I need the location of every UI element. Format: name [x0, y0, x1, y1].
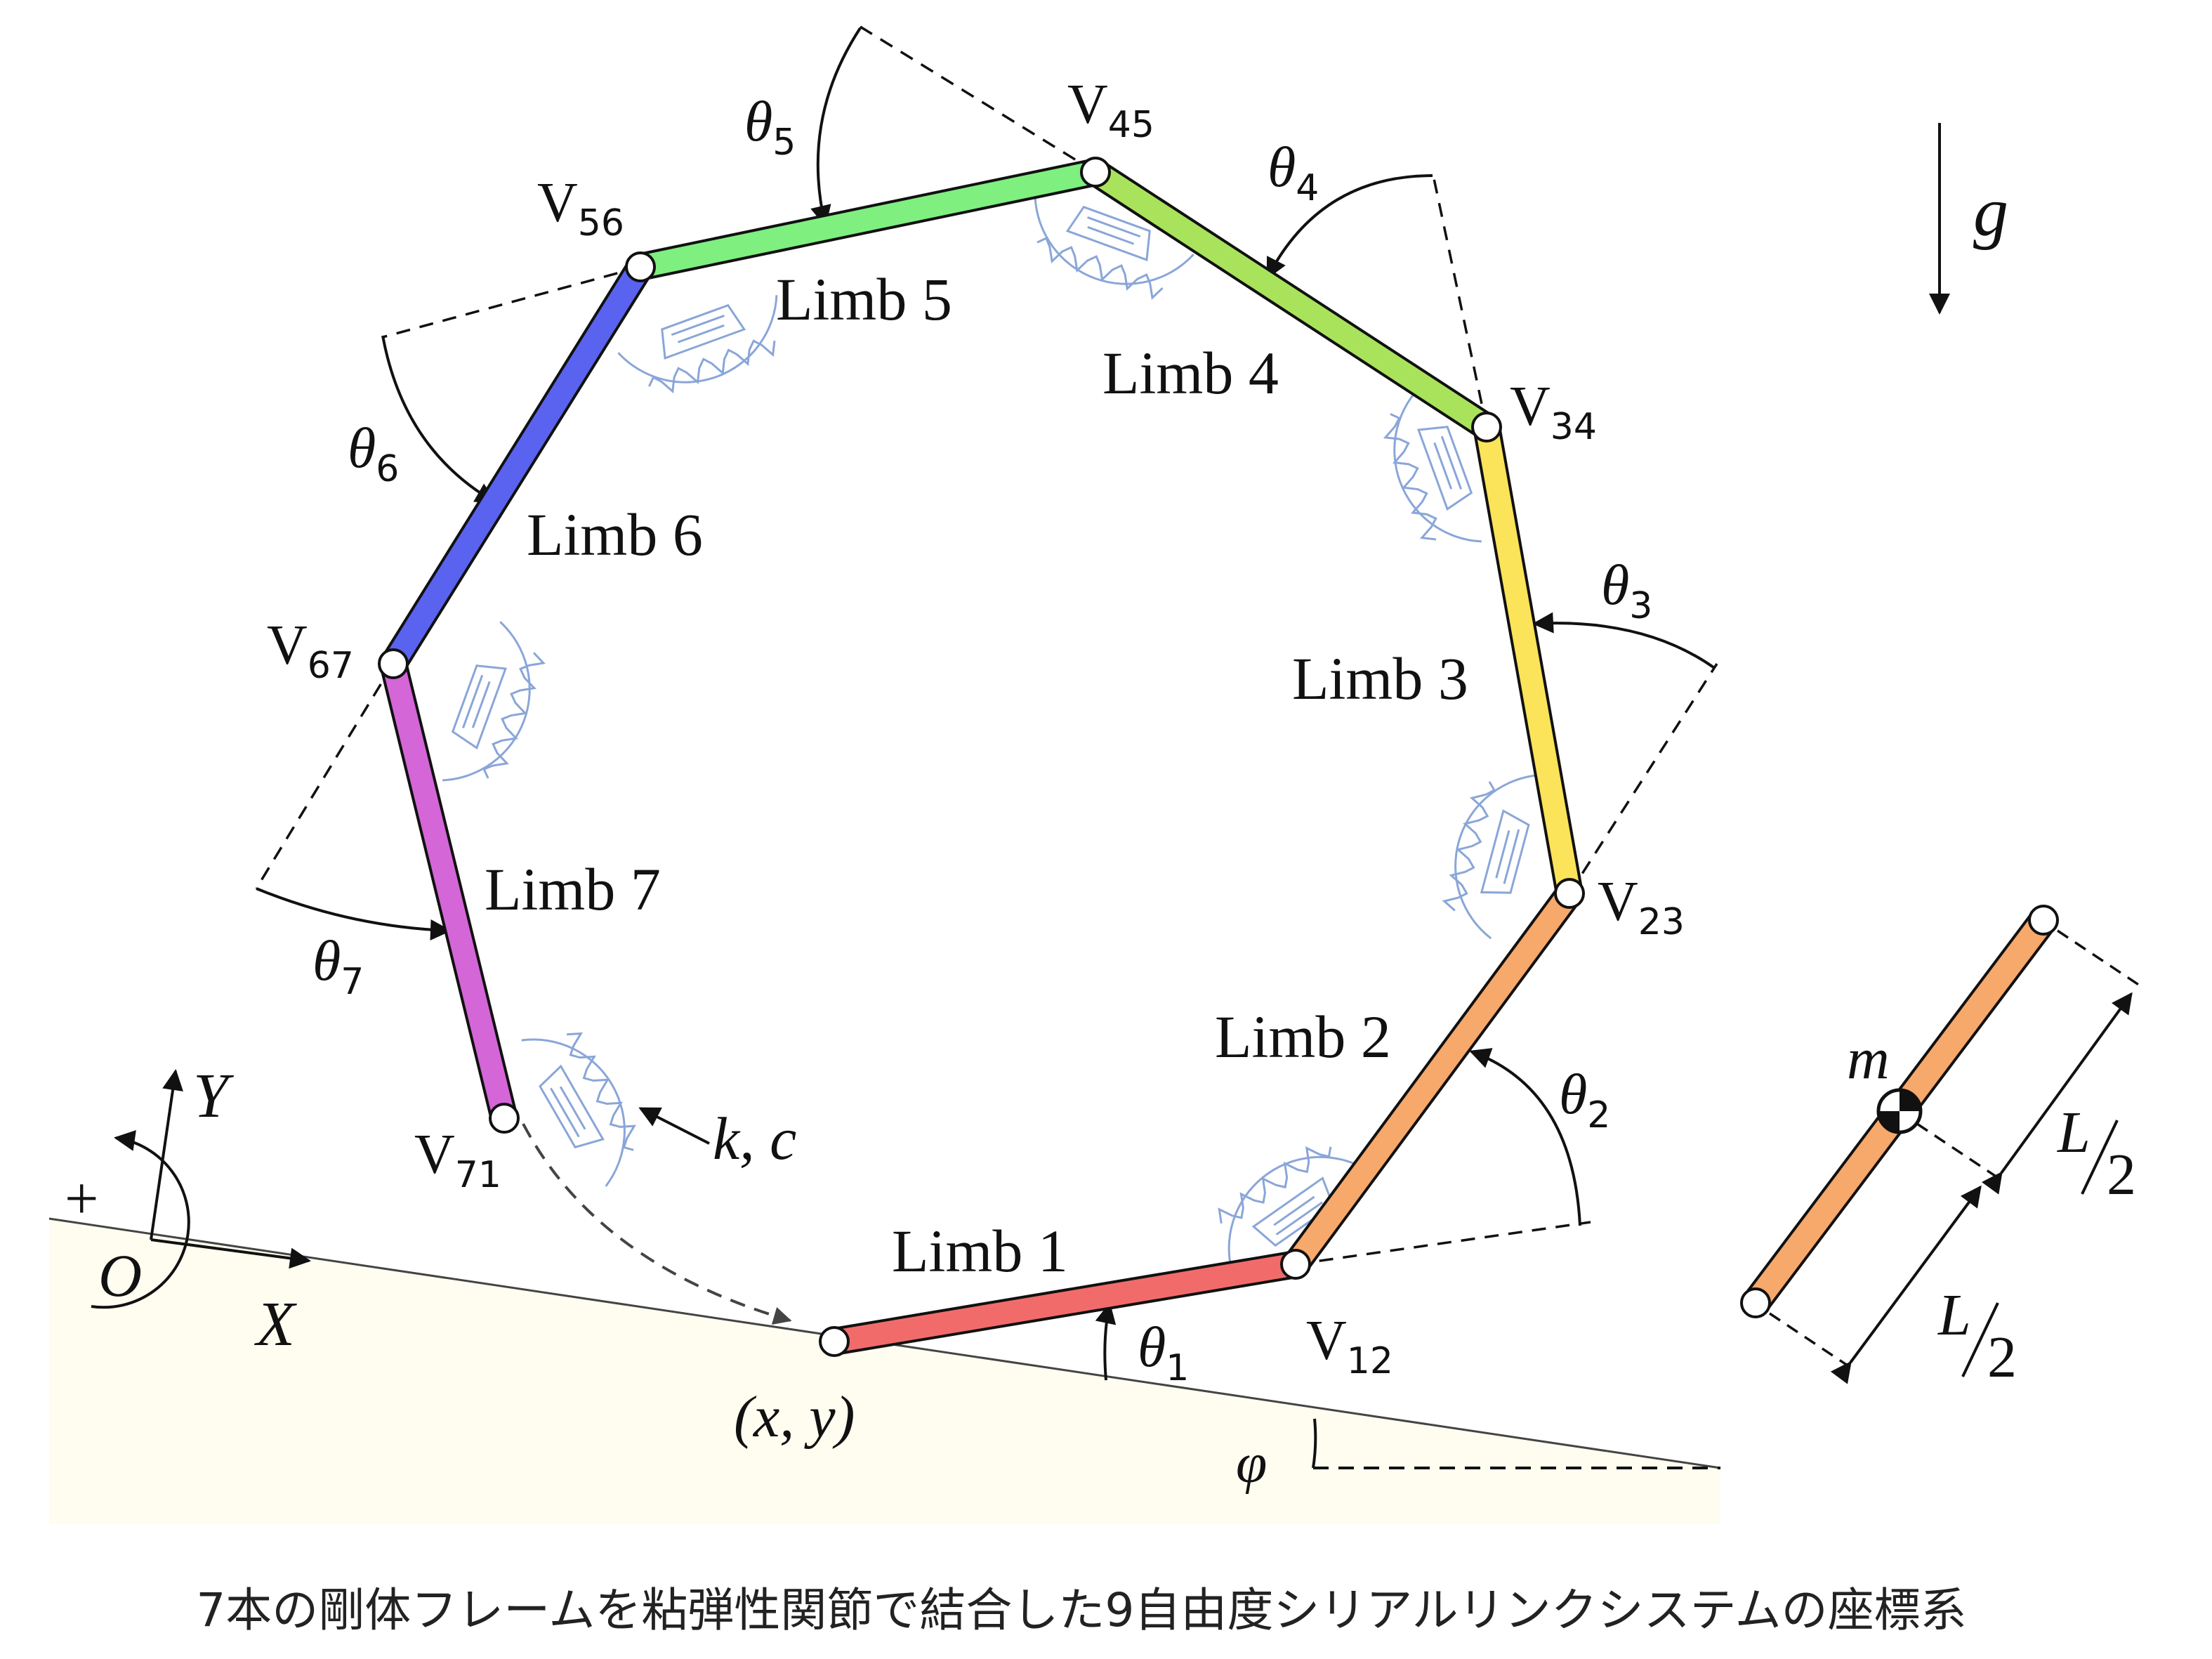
- theta7-reference-line: [255, 663, 395, 889]
- upper-extension-line: [2057, 929, 2142, 988]
- vertex-v34: [1471, 412, 1502, 442]
- slope-angle-arc: [1312, 1418, 1317, 1469]
- base-point-label: (x, y): [734, 1384, 855, 1450]
- theta1-label: θ1: [1138, 1315, 1189, 1389]
- vertex-v45-label: V45: [1067, 74, 1154, 146]
- theta4-reference-line: [1431, 171, 1488, 428]
- limb7: [382, 653, 515, 1129]
- limb4-label: Limb 4: [1102, 339, 1279, 407]
- svg-text:L: L: [1937, 1283, 1971, 1348]
- theta2-reference-line: [1295, 1221, 1591, 1266]
- vertex-v12: [1280, 1249, 1311, 1280]
- coordinate-frame: + O X Y: [65, 1061, 311, 1359]
- limb2-label: Limb 2: [1215, 1003, 1391, 1070]
- y-axis-arrow: [150, 1069, 183, 1240]
- svg-text:2: 2: [1987, 1325, 2017, 1390]
- base-joint: [819, 1326, 850, 1357]
- joint-67-spring-damper: [442, 621, 546, 782]
- ground-slope: [49, 1219, 1720, 1524]
- x-axis-label: X: [254, 1290, 297, 1359]
- theta6-label: θ6: [348, 416, 399, 490]
- joint-23-spring-damper: [1442, 774, 1535, 940]
- joint-56-spring-damper: [617, 295, 778, 394]
- limb6-label: Limb 6: [527, 501, 703, 568]
- rotation-sign: +: [65, 1165, 99, 1232]
- limb3: [1475, 416, 1581, 905]
- lower-half-dimension: [1830, 1185, 1982, 1384]
- theta4-arc: [1266, 174, 1433, 280]
- vertex-v56-label: V56: [537, 172, 624, 244]
- vertex-v12-label: V12: [1306, 1310, 1393, 1382]
- lower-extension-line: [1769, 1312, 1855, 1371]
- center-of-mass-icon: [1876, 1088, 1923, 1134]
- vertex-v67: [378, 648, 409, 679]
- limb5-label: Limb 5: [776, 265, 952, 333]
- limb4: [1084, 161, 1498, 438]
- theta2-arc: [1469, 1048, 1581, 1226]
- vertex-v71-label: V71: [414, 1124, 501, 1196]
- detail-link: m L 2 L 2: [1740, 905, 2142, 1390]
- svg-text:2: 2: [2107, 1142, 2136, 1207]
- theta5-arc: [810, 27, 862, 227]
- theta3-label: θ3: [1601, 553, 1652, 627]
- vertex-v23-label: V23: [1598, 871, 1685, 943]
- vertex-v56: [625, 251, 656, 282]
- theta4-label: θ4: [1268, 135, 1319, 209]
- svg-text:L: L: [2057, 1100, 2091, 1165]
- contact-path-arrow: [522, 1123, 792, 1325]
- theta3-reference-line: [1568, 663, 1718, 894]
- limb6: [382, 256, 652, 675]
- slope-angle-label: φ: [1236, 1433, 1267, 1495]
- limb-labels: Limb 1 Limb 2 Limb 3 Limb 4 Limb 5 Limb …: [485, 265, 1468, 1285]
- joint-45-spring-damper: [1034, 197, 1194, 300]
- limbs: [379, 158, 1584, 1356]
- joint-34-spring-damper: [1383, 382, 1482, 543]
- theta6-arc: [381, 335, 497, 504]
- theta6-reference-line: [382, 265, 641, 339]
- middle-extension-line: [1916, 1122, 2002, 1181]
- origin-label: O: [98, 1242, 142, 1309]
- theta1-arc: [1095, 1302, 1117, 1381]
- vertex-labels: V12 V23 V34 V45 V56 V67 V71: [267, 74, 1685, 1382]
- vertex-v34-label: V34: [1510, 376, 1597, 448]
- limb5: [629, 161, 1107, 278]
- joint-71-spring-damper: [521, 1032, 636, 1187]
- limb2: [1284, 882, 1581, 1276]
- vertex-v23: [1554, 878, 1585, 909]
- vertex-v67-label: V67: [267, 615, 354, 687]
- detail-link-bottom-joint: [1740, 1287, 1771, 1318]
- viscoelastic-joints: [442, 197, 1535, 1268]
- upper-half-dimension: [1982, 992, 2133, 1195]
- theta7-arc: [256, 887, 452, 941]
- theta7-label: θ7: [312, 929, 364, 1003]
- angle-arcs: [256, 27, 1715, 1381]
- limb1-label: Limb 1: [892, 1217, 1068, 1285]
- upper-half-length-label: L 2: [2057, 1100, 2136, 1207]
- gravity-label: g: [1973, 173, 2008, 251]
- theta5-reference-line: [860, 25, 1096, 173]
- rotation-arrow: [91, 1130, 190, 1309]
- limb3-label: Limb 3: [1292, 645, 1468, 712]
- detail-link-top-joint: [2028, 905, 2059, 936]
- y-axis-label: Y: [193, 1061, 235, 1131]
- lower-half-length-label: L 2: [1937, 1283, 2017, 1390]
- theta2-label: θ2: [1559, 1062, 1610, 1136]
- theta5-label: θ5: [744, 89, 796, 164]
- x-axis-arrow: [150, 1238, 311, 1269]
- mass-label: m: [1847, 1026, 1890, 1091]
- theta3-arc: [1532, 612, 1715, 669]
- vertex-v45: [1080, 157, 1111, 188]
- angle-reference-lines: [255, 25, 1718, 1266]
- figure-caption: 7本の剛体フレームを粘弾性関節で結合した9自由度シリアルリンクシステムの座標系: [196, 1583, 1966, 1637]
- spring-damper-pointer: [638, 1107, 710, 1145]
- limb1: [823, 1253, 1307, 1353]
- limb7-label: Limb 7: [485, 855, 661, 923]
- vertex-v71: [489, 1103, 520, 1134]
- vertices: [378, 157, 1585, 1357]
- spring-damper-label: k, c: [713, 1105, 796, 1172]
- angle-labels: θ1 θ2 θ3 θ4 θ5 θ6 θ7: [312, 89, 1652, 1389]
